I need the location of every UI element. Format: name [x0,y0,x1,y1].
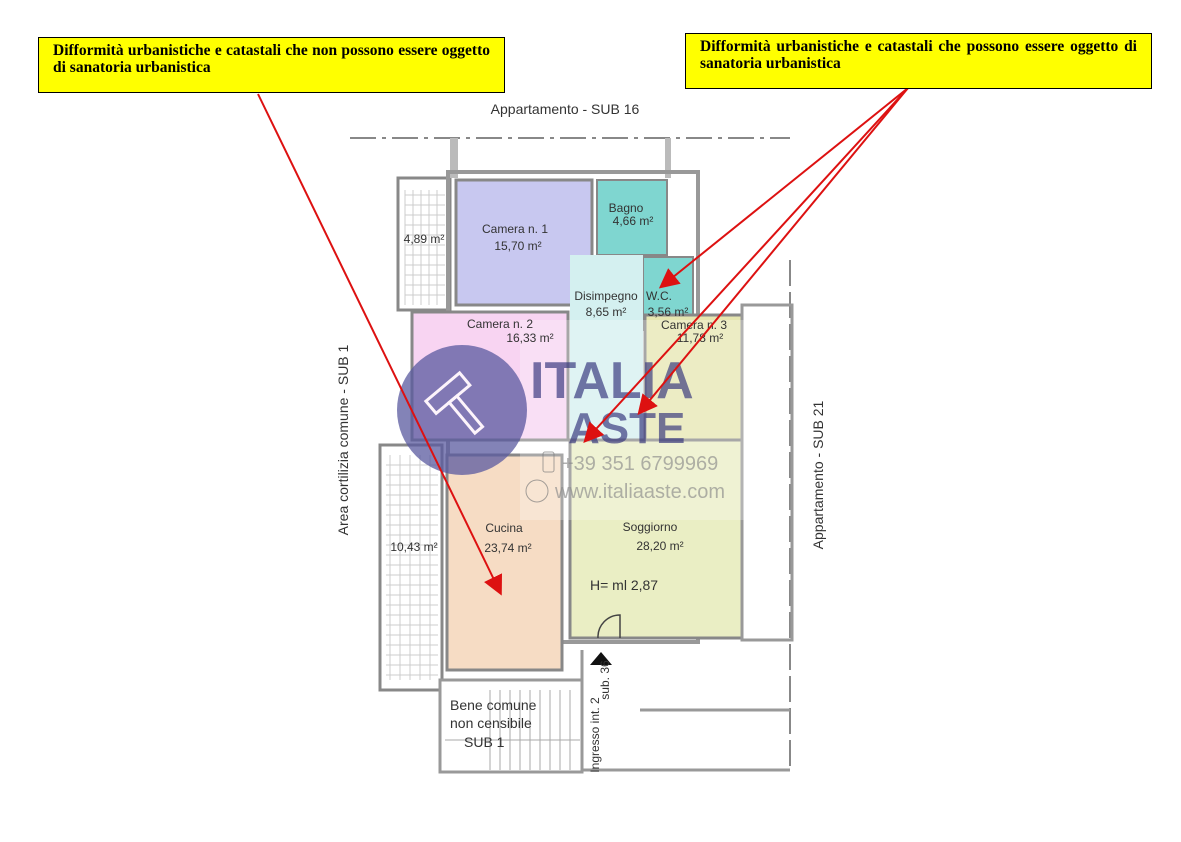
room-camera-1 [454,178,594,307]
room-name: Camera n. 1 [482,222,548,236]
room-name: Camera n. 3 [661,318,727,332]
arrow-right-camera3 [637,87,909,416]
left-label: Area cortilizia comune - SUB 1 [335,344,351,535]
height-label: H= ml 2,87 [590,577,658,593]
phone-icon [542,451,555,473]
room-name: Camera n. 2 [467,317,533,331]
room-cucina [445,453,564,672]
balcony-area: 10,43 m² [390,540,437,554]
room-area: 8,65 m² [586,305,627,319]
room-name: Disimpegno [574,289,638,303]
balcony-area: 4,89 m² [404,232,445,246]
entrance-label: Ingresso int. 2 [588,697,602,773]
watermark: ITALIA ASTE +39 351 6799969 www.italiaas… [397,320,755,520]
room-area: 4,66 m² [613,214,654,228]
common-label: non censibile [450,715,532,731]
annotation-arrows [257,87,909,596]
room-bagno [596,179,668,256]
watermark-phone: +39 351 6799969 [562,453,718,475]
room-area: 23,74 m² [484,541,531,555]
top-label: Appartamento - SUB 16 [491,101,640,117]
callout-sanabile: Difformità urbanistiche e catastali che … [685,33,1152,89]
watermark-url: www.italiaaste.com [554,481,725,503]
room-soggiorno [568,438,744,640]
room-disimpegno [570,255,643,440]
common-label: Bene comune [450,697,537,713]
callout-non-sanabile: Difformità urbanistiche e catastali che … [38,37,505,93]
watermark-aste: ASTE [568,404,685,453]
arrow-left [257,93,503,596]
globe-icon [525,479,549,503]
room-name: Cucina [485,521,523,535]
room-area: 16,33 m² [506,331,553,345]
stairs [438,678,584,774]
watermark-italia: ITALIA [530,352,694,410]
room-camera-3 [643,313,744,452]
right-label: Appartamento - SUB 21 [810,400,826,549]
room-name: Bagno [609,201,644,215]
balcony-bottom [378,443,444,692]
room-name: Soggiorno [623,520,678,534]
room-area: 15,70 m² [494,239,541,253]
gavel-logo-icon [397,345,527,475]
room-area: 28,20 m² [636,539,683,553]
entrance-arrow-icon [590,652,612,665]
arrow-right-wc [658,87,909,289]
room-area: 3,56 m² [648,305,689,319]
room-name: W.C. [646,289,672,303]
common-label: SUB 1 [464,734,505,750]
arrow-right-disimpegno [583,87,909,443]
entrance-sub: sub. 36 [598,660,612,700]
